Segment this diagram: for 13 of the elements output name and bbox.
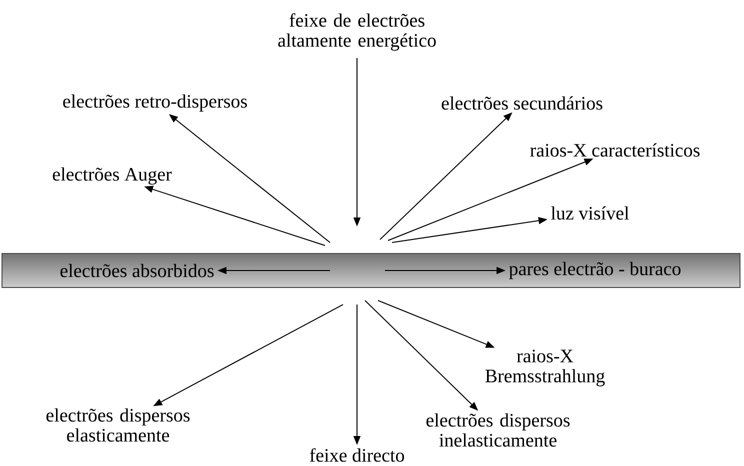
process-label: electrões retro-dispersos [63, 94, 247, 112]
process-label: feixe de electrões altamente energético [278, 13, 436, 51]
process-label: raios-X característicos [530, 143, 700, 157]
process-label: electrões dispersos elasticamente [46, 408, 190, 442]
process-label: electrões absorbidos [60, 264, 214, 278]
process-label: electrões dispersos inelasticamente [426, 413, 570, 447]
process-label: raios-X Bremsstrahlung [485, 350, 605, 386]
process-label: electrões secundários [442, 96, 602, 110]
process-label: luz visível [551, 206, 629, 220]
process-label: electrões Auger [52, 167, 172, 185]
specimen-bar [2, 253, 740, 288]
process-label: feixe directo [310, 448, 404, 462]
process-label: pares electrão - buraco [509, 262, 681, 280]
